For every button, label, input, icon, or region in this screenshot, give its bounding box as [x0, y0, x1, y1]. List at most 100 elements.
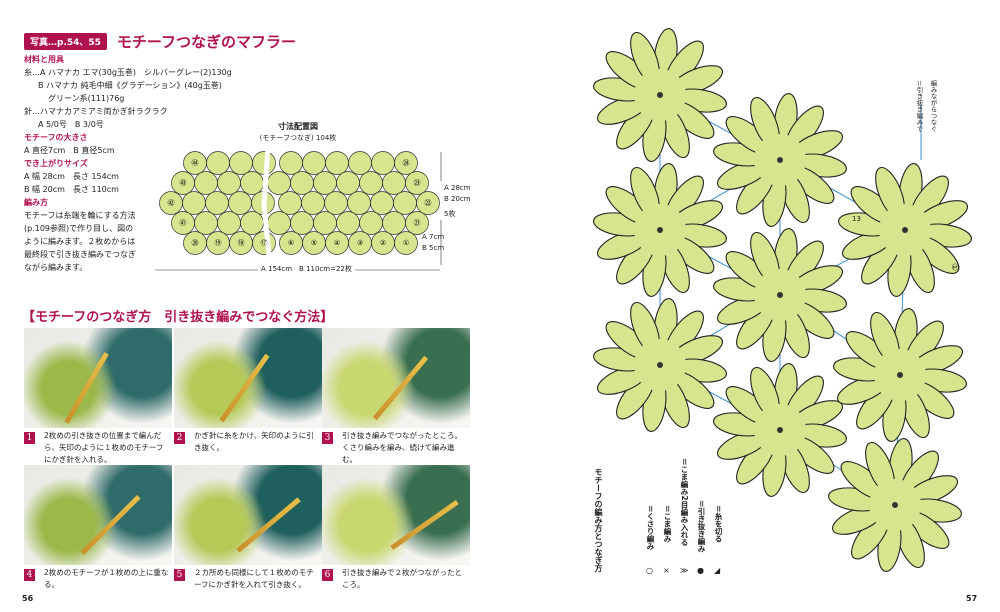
motif-circle — [405, 211, 429, 235]
motif-circle — [267, 211, 291, 235]
legend-text: ＝糸を切る — [714, 505, 723, 543]
legend-symbol: ◢ — [714, 566, 721, 575]
materials-line: 糸…A ハマナカ エマ(30g玉巻) シルバーグレー(2)130g — [24, 68, 232, 77]
motif-number: ② — [380, 239, 386, 247]
motif-circle — [205, 191, 229, 215]
motif-circle — [194, 171, 218, 195]
section-title: 【モチーフのつなぎ方 引き抜き編みでつなぐ方法】 — [22, 310, 334, 325]
motif-circle — [240, 171, 264, 195]
motif-number: ⑳ — [192, 239, 199, 247]
legend-text: ＝くさり編み — [646, 505, 655, 550]
motif-number: ㉒ — [425, 199, 432, 207]
motif-circle — [290, 211, 314, 235]
motif-number: ⑰ — [261, 239, 268, 247]
step-photo — [322, 328, 470, 428]
height-label-a: A 28cm — [444, 184, 471, 192]
motif-circle — [182, 191, 206, 215]
materials-line: B ハマナカ 純毛中細《グラデーション》(40g玉巻) — [38, 81, 222, 90]
join-arrow — [705, 119, 735, 136]
step-photo — [24, 328, 172, 428]
materials-line: グリーン系(111)76g — [48, 94, 125, 103]
motif-circle — [394, 231, 418, 255]
materials-line: ながら編みます。 — [24, 263, 88, 272]
step-number: 3 — [322, 432, 333, 444]
materials-heading: 材料と用具 — [24, 55, 64, 64]
motif-circle — [290, 171, 314, 195]
width-label: A 154cm B 110cm=22枚 — [258, 265, 355, 274]
motif-circle — [359, 211, 383, 235]
step-caption: 2枚めの引き抜きの位置まで編んだら、矢印のように１枚めのモチーフにかぎ針を入れる… — [44, 431, 164, 464]
page-title: モチーフつなぎのマフラー — [116, 33, 297, 51]
crochet-hook — [390, 500, 459, 550]
motif-circle — [347, 191, 371, 215]
materials-line: ように編みます。２枚めからは — [24, 237, 136, 246]
flower-motif — [713, 363, 847, 497]
flower-motif — [593, 163, 727, 297]
join-arrow — [705, 389, 735, 406]
step-number: 6 — [322, 569, 333, 581]
materials-line: A 幅 28cm 長さ 154cm — [24, 172, 119, 181]
motif-number: ① — [403, 239, 409, 247]
height-label-b: B 20cm — [444, 195, 471, 203]
motif-joining-chart — [593, 28, 972, 572]
step-caption: 引き抜き編みでつながったところ。くさり編みを編み、続けて編み進む。 — [342, 431, 462, 464]
motif-circle — [302, 151, 326, 175]
motif-number: ⑥ — [288, 239, 294, 247]
start-number: ① — [949, 262, 960, 272]
motif-circle — [217, 211, 241, 235]
materials-heading: 編み方 — [24, 198, 48, 207]
materials-line: (p.109参照)で作り目し、図の — [24, 224, 134, 233]
motif-circle — [394, 151, 418, 175]
materials-list: 材料と用具糸…A ハマナカ エマ(30g玉巻) シルバーグレー(2)130g B … — [24, 53, 232, 274]
flower-motif — [838, 163, 972, 297]
motif-size-b: B 5cm — [422, 244, 445, 252]
join-note-1: ＝引き抜き編みで — [915, 80, 923, 132]
flower-motif — [833, 308, 967, 442]
height-count: 5枚 — [444, 210, 456, 218]
motif-circle — [370, 191, 394, 215]
motif-circle — [325, 151, 349, 175]
step-caption: ２カ所めも同様にして１枚めのモチーフにかぎ針を入れて引き抜く。 — [194, 568, 314, 589]
legend-symbol: ● — [697, 566, 704, 575]
motif-circle — [393, 191, 417, 215]
motif-circle — [336, 211, 360, 235]
flower-motif — [713, 93, 847, 227]
motif-circle — [336, 171, 360, 195]
motif-number: ㉔ — [403, 159, 410, 167]
motif-circle — [228, 191, 252, 215]
materials-heading: でき上がりサイズ — [24, 159, 88, 168]
legend-text: ＝引き抜き編み — [697, 500, 706, 553]
motif-circle — [382, 211, 406, 235]
motif-number: ④ — [334, 239, 340, 247]
motif-number: ㊸ — [180, 179, 187, 187]
materials-line: B 幅 20cm 長さ 110cm — [24, 185, 119, 194]
motif-number: ㉑ — [414, 219, 421, 227]
flower-motif — [593, 298, 727, 432]
materials-line: A 直径7cm B 直径5cm — [24, 146, 115, 155]
motif-circle — [301, 191, 325, 215]
motif-number: ㊶ — [180, 219, 187, 227]
page-number-right: 57 — [966, 594, 978, 603]
step-caption: 2枚めのモチーフが１枚めの上に重なる。 — [44, 568, 169, 589]
motif-number: ㉓ — [414, 179, 421, 187]
legend-symbol: ≫ — [680, 566, 689, 575]
step-caption: 引き抜き編みで２枚がつながったところ。 — [342, 568, 462, 589]
crochet-hook — [219, 353, 270, 423]
motif-circle — [229, 151, 253, 175]
step-number: 5 — [174, 569, 185, 581]
flower-motif — [713, 228, 847, 362]
motif-circle — [359, 171, 383, 195]
materials-line: 最終段で引き抜き編みでつなぎ — [24, 250, 136, 259]
motif-size-a: A 7cm — [422, 233, 445, 241]
flower-motif — [828, 438, 962, 572]
motif-circle — [348, 151, 372, 175]
motif-circle — [206, 151, 230, 175]
motif-circle — [240, 211, 264, 235]
step-photo — [174, 328, 322, 428]
pattern-header: 写真…p.54、55 モチーフつなぎのマフラー — [24, 31, 296, 52]
step-number: 2 — [174, 432, 185, 444]
step-number: 1 — [24, 432, 35, 444]
materials-heading: モチーフの大きさ — [24, 133, 88, 142]
crochet-hook — [80, 494, 141, 556]
step-photo — [24, 465, 172, 565]
